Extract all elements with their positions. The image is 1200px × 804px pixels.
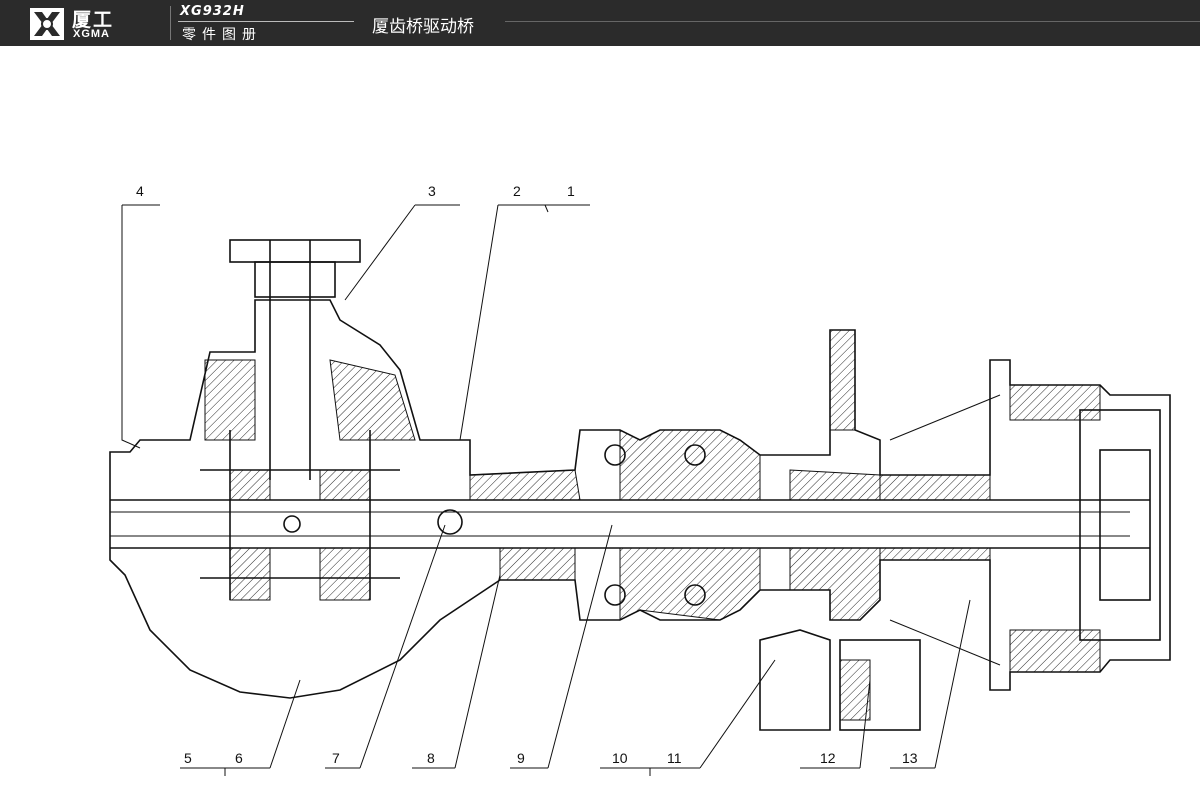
header-divider [170,6,171,40]
hatched-sections [204,329,1101,721]
callout-label-8: 8 [427,750,435,766]
callout-label-1: 1 [567,183,575,199]
callout-label-12: 12 [820,750,836,766]
brand-name-cn: 厦工 [72,9,115,31]
callout-label-11: 11 [667,750,682,766]
xgma-logo-icon [30,8,64,40]
callout-label-9: 9 [517,750,525,766]
callout-label-10: 10 [612,750,628,766]
callout-label-6: 6 [235,750,243,766]
callout-label-2: 2 [513,183,521,199]
callout-label-5: 5 [184,750,192,766]
page-header: 厦工 XGMA XG932H 零件图册 厦齿桥驱动桥 [0,0,1200,46]
catalog-label: 零件图册 [182,27,262,43]
leader-lines [121,204,1001,776]
callout-label-7: 7 [332,750,340,766]
header-rule [178,21,354,22]
callout-label-4: 4 [136,183,144,199]
callout-label-13: 13 [902,750,918,766]
callout-label-3: 3 [428,183,436,199]
callout-labels: 4 3 2 1 5 6 7 8 9 10 11 12 13 [136,183,918,766]
page-title: 厦齿桥驱动桥 [372,17,474,37]
brand-name-en: XGMA [73,28,110,40]
header-right-rule [505,21,1200,22]
model-number: XG932H [180,4,245,19]
